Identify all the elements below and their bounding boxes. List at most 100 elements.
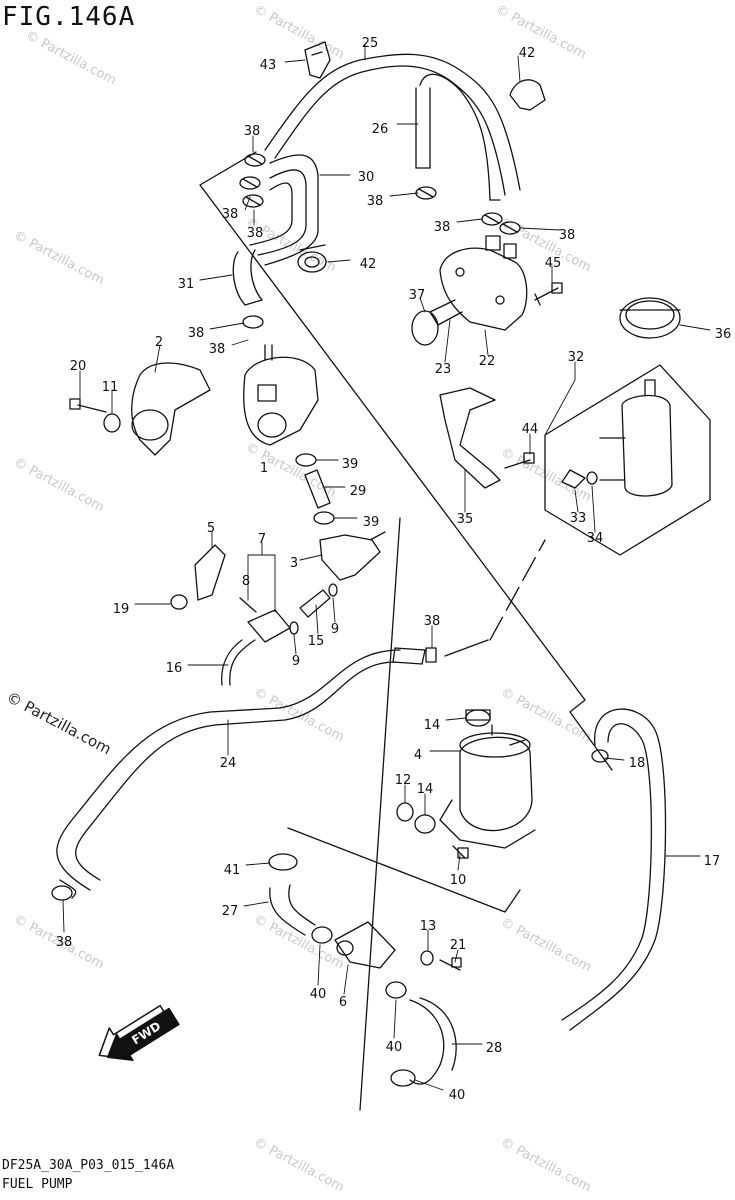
callout-20: 20 (70, 359, 87, 374)
clamp-38-mid (415, 186, 437, 200)
callout-31: 31 (178, 277, 195, 292)
callout-2: 2 (155, 335, 163, 350)
callout-12: 12 (395, 773, 412, 788)
o-ring-9b (289, 621, 299, 635)
fitting-8 (239, 597, 257, 613)
callout-29: 29 (350, 484, 367, 499)
callout-4: 4 (414, 748, 422, 763)
pipe-29 (304, 469, 331, 509)
bracket-5 (194, 544, 226, 601)
bolt-45 (534, 282, 563, 306)
clamp-38-top-2 (239, 176, 261, 190)
callout-9: 9 (292, 654, 300, 669)
grommet-14-top (465, 709, 491, 727)
callout-17: 17 (704, 854, 721, 869)
callout-38: 38 (367, 194, 384, 209)
callout-9: 9 (331, 622, 339, 637)
clamp-38-left (51, 885, 73, 901)
o-ring-9a (328, 583, 338, 597)
callout-38: 38 (244, 124, 261, 139)
callout-19: 19 (113, 602, 130, 617)
callout-28: 28 (486, 1041, 503, 1056)
housing-1 (243, 344, 319, 446)
callout-40: 40 (310, 987, 327, 1002)
section-line-top (199, 151, 257, 186)
callout-13: 13 (420, 919, 437, 934)
callout-1: 1 (260, 461, 268, 476)
callout-40: 40 (449, 1088, 466, 1103)
callout-38: 38 (56, 935, 73, 950)
clamp-42-top (509, 79, 546, 111)
clamp-38-top-3 (242, 194, 264, 208)
callout-10: 10 (450, 873, 467, 888)
callout-30: 30 (358, 170, 375, 185)
hose-26 (415, 73, 501, 201)
pipe-15 (299, 589, 331, 618)
callout-35: 35 (457, 512, 474, 527)
clamp-39-top (295, 453, 317, 467)
bolt-20 (69, 398, 107, 413)
section-line-center (359, 517, 401, 1111)
callout-11: 11 (102, 380, 119, 395)
callout-18: 18 (629, 756, 646, 771)
clamp-36 (619, 297, 681, 339)
callout-21: 21 (450, 938, 467, 953)
nut-19 (170, 594, 188, 610)
hose-16 (221, 639, 256, 686)
callout-44: 44 (522, 422, 539, 437)
callout-42: 42 (519, 46, 536, 61)
callout-37: 37 (409, 288, 426, 303)
callout-41: 41 (224, 863, 241, 878)
clamp-41 (268, 853, 298, 871)
callout-3: 3 (290, 556, 298, 571)
callout-14: 14 (417, 782, 434, 797)
fwd-arrow (98, 1004, 180, 1061)
callout-26: 26 (372, 122, 389, 137)
leader-lines (62, 44, 711, 1091)
callout-45: 45 (545, 256, 562, 271)
callout-22: 22 (479, 354, 496, 369)
callout-40: 40 (386, 1040, 403, 1055)
filter-box-32 (544, 364, 711, 556)
callout-38: 38 (424, 614, 441, 629)
bolt-10 (452, 845, 469, 859)
callout-38: 38 (222, 207, 239, 222)
clamp-38-top-1 (244, 153, 266, 167)
callout-34: 34 (587, 531, 604, 546)
bolt-21 (439, 957, 462, 971)
callout-38: 38 (209, 342, 226, 357)
clamp-38-right-2 (499, 221, 521, 235)
joint-6 (334, 921, 396, 969)
callout-5: 5 (207, 521, 215, 536)
collar-13 (420, 950, 434, 966)
callout-27: 27 (222, 904, 239, 919)
figure-title: FIG.146A (2, 2, 136, 32)
hose-24 (56, 649, 401, 899)
hose-31 (232, 249, 263, 306)
callout-43: 43 (260, 58, 277, 73)
footer-name: FUEL PUMP (2, 1177, 73, 1192)
grommet-14-bottom (414, 814, 436, 834)
joint-3 (319, 531, 386, 581)
section-line-diagonal (199, 184, 613, 771)
callout-38: 38 (188, 326, 205, 341)
tee-7 (247, 609, 291, 643)
clamp-40-mid (385, 981, 407, 999)
clamp-38-housing (242, 315, 264, 329)
callout-7: 7 (258, 532, 266, 547)
callout-15: 15 (308, 634, 325, 649)
washer-11 (103, 413, 121, 433)
footer-code: DF25A_30A_P03_015_146A (2, 1158, 175, 1173)
callout-23: 23 (435, 362, 452, 377)
clamp-39-bottom (313, 511, 335, 525)
vapor-separator-22 (429, 235, 528, 331)
hose-30 (249, 154, 319, 266)
hose-28 (409, 997, 457, 1085)
callout-36: 36 (715, 327, 732, 342)
fitting-38-end (392, 647, 426, 665)
o-ring-37 (411, 310, 439, 346)
clamp-40-bottom (390, 1069, 416, 1087)
bracket-35 (439, 387, 501, 489)
collar-12 (396, 802, 414, 822)
